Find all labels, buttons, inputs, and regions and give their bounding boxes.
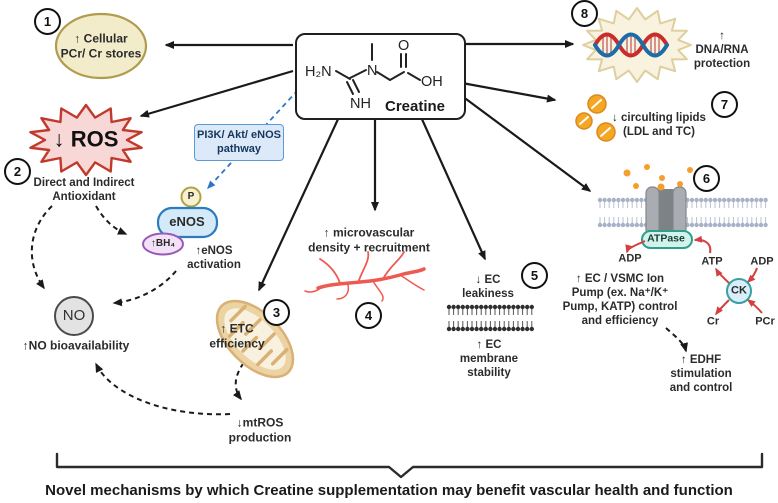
adp-left-label: ADP — [618, 252, 642, 265]
pcr-label: PCr — [755, 315, 775, 328]
pi3k-pathway-box: PI3K/ Akt/ eNOS pathway — [194, 124, 284, 161]
enos-activation-label: ↑eNOS activation — [187, 244, 241, 271]
dna-protection-label: ↑ DNA/RNA protection — [693, 29, 751, 71]
summary-brace — [55, 452, 764, 479]
mechanism-badge-5: 5 — [521, 262, 548, 289]
no-label: NO — [62, 306, 86, 324]
atom-oh: OH — [421, 74, 443, 90]
bh4-label: ↑BH₄ — [150, 237, 176, 249]
ec-leakiness-label: ↓ EC leakiness — [462, 273, 514, 300]
atpase-label: ATPase — [647, 232, 685, 245]
ion-dots-icon — [623, 164, 693, 191]
mechanism-badge-3: 3 — [263, 299, 290, 326]
circulating-lipids-label: ↓ circulting lipids (LDL and TC) — [612, 111, 706, 138]
phosphate-circle — [180, 186, 202, 208]
nitric-oxide-circle — [54, 296, 94, 336]
enos-label: eNOS — [169, 214, 205, 230]
mechanism-badge-2: 2 — [4, 158, 31, 185]
antioxidant-label: Direct and Indirect Antioxidant — [33, 176, 135, 203]
dna-helix-icon — [593, 32, 669, 58]
atom-o: O — [398, 38, 409, 54]
blood-vessel-icon — [304, 251, 426, 302]
no-bioavailability-label: ↑NO bioavailability — [22, 338, 130, 353]
atom-n: N — [367, 63, 377, 79]
enos-pill — [156, 206, 219, 239]
dna-starburst-icon — [582, 7, 692, 83]
edhf-label: ↑ EDHF stimulation and control — [669, 353, 733, 395]
mechanism-badge-4: 4 — [355, 302, 382, 329]
ion-pump-label: ↑ EC / VSMC Ion Pump (ex. Na⁺/K⁺ Pump, K… — [562, 272, 678, 328]
figure-caption: Novel mechanisms by which Creatine suppl… — [45, 482, 733, 499]
lipid-particles-icon — [575, 94, 616, 142]
creatine-label: Creatine — [385, 98, 445, 115]
etc-efficiency-label: ↑ ETC efficiency — [209, 321, 265, 350]
creatine-structure-box: H₂N N NH O OH Creatine — [295, 33, 466, 120]
mechanism-badge-1: 1 — [34, 8, 61, 35]
atp-label: ATP — [701, 255, 723, 268]
ros-starburst-icon — [29, 103, 143, 177]
ec-stability-label: ↑ EC membrane stability — [459, 338, 519, 380]
mitochondria-icon — [215, 299, 295, 379]
ck-cycle-arrows — [625, 235, 763, 316]
ros-label: ↓ ROS — [53, 126, 119, 152]
phosphate-label: P — [187, 190, 195, 202]
creatine-effect-arrows — [139, 40, 592, 292]
cellular-stores-ellipse — [54, 12, 148, 80]
ec-membrane-icon — [446, 304, 534, 332]
adp-right-label: ADP — [750, 255, 774, 268]
mtros-label: ↓mtROS production — [228, 415, 292, 444]
atom-h2n: H₂N — [305, 64, 332, 80]
cr-label: Cr — [706, 315, 720, 328]
ck-label: CK — [731, 284, 747, 297]
mechanism-badge-6: 6 — [693, 165, 720, 192]
mechanism-badge-8: 8 — [571, 0, 598, 27]
creatine-skeletal-structure: H₂N N NH O OH Creatine — [305, 38, 445, 115]
creatine-kinase-circle — [726, 278, 752, 304]
cellular-stores-label: ↑ Cellular PCr/ Cr stores — [60, 31, 142, 60]
bh4-ellipse — [142, 232, 184, 256]
atom-nh: NH — [350, 96, 371, 112]
microvascular-label: ↑ microvascular density + recruitment — [308, 225, 430, 254]
ion-pump-channel-icon — [645, 186, 687, 237]
mechanism-badge-7: 7 — [711, 91, 738, 118]
atpase-pill — [641, 230, 693, 249]
